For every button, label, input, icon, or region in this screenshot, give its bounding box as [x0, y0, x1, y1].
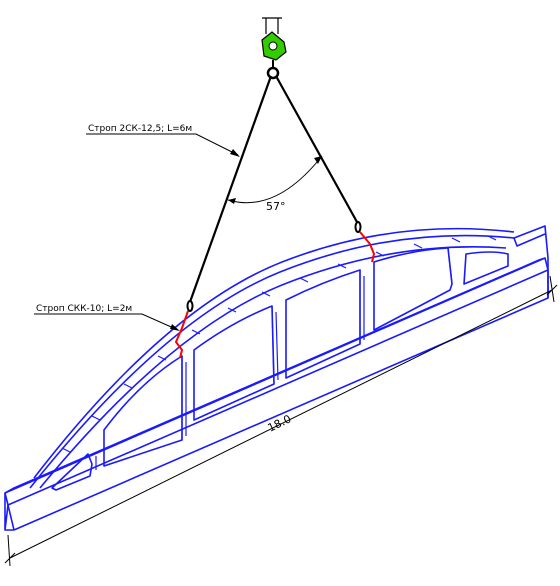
sling-left: [188, 75, 273, 303]
top-chord-ticks: [61, 235, 497, 453]
dimension-tick-right: [546, 284, 558, 296]
right-end-block: [513, 225, 549, 298]
opening-1: [51, 453, 93, 491]
angle-arc: [227, 155, 323, 204]
leader-lower-arrow: [170, 324, 180, 331]
top-chord-back: [33, 227, 515, 479]
dimension-ext-left: [7, 534, 11, 567]
sling-upper-label: Строп 2СК-12,5; L=6м: [88, 124, 192, 134]
opening-2: [103, 355, 183, 467]
choker-left: [174, 310, 189, 359]
hook-hanger: [262, 17, 282, 34]
hook-ring: [266, 66, 280, 80]
slings: [188, 75, 358, 303]
leader-upper-arrow: [230, 149, 240, 157]
leader-lower: [34, 313, 179, 331]
choker-right: [359, 231, 376, 263]
chokers: [174, 231, 376, 359]
dimension-line: [9, 289, 553, 559]
bottom-chord: [4, 257, 549, 506]
angle-label: 57°: [266, 200, 286, 213]
dimension-tick-left: [4, 552, 16, 564]
dimension: [4, 275, 558, 567]
truss: [4, 225, 549, 531]
opening-4: [285, 269, 361, 379]
left-end-block: [4, 493, 14, 531]
opening-6: [463, 251, 509, 285]
sling-right: [275, 75, 358, 223]
leaders: [34, 133, 239, 331]
opening-3: [193, 305, 275, 421]
angle-arrow-right: [314, 156, 322, 164]
angle-arrow-left: [228, 198, 236, 204]
dimension-ext-right: [549, 275, 555, 303]
top-chord-outer: [29, 234, 515, 489]
shackles: [186, 221, 362, 312]
leader-upper: [86, 133, 239, 156]
span-label: 18.0: [266, 412, 294, 434]
crane-hook-icon: [261, 17, 287, 80]
sling-lower-label: Строп СКК-10; L=2м: [36, 304, 132, 314]
web-verticals: [95, 247, 453, 470]
